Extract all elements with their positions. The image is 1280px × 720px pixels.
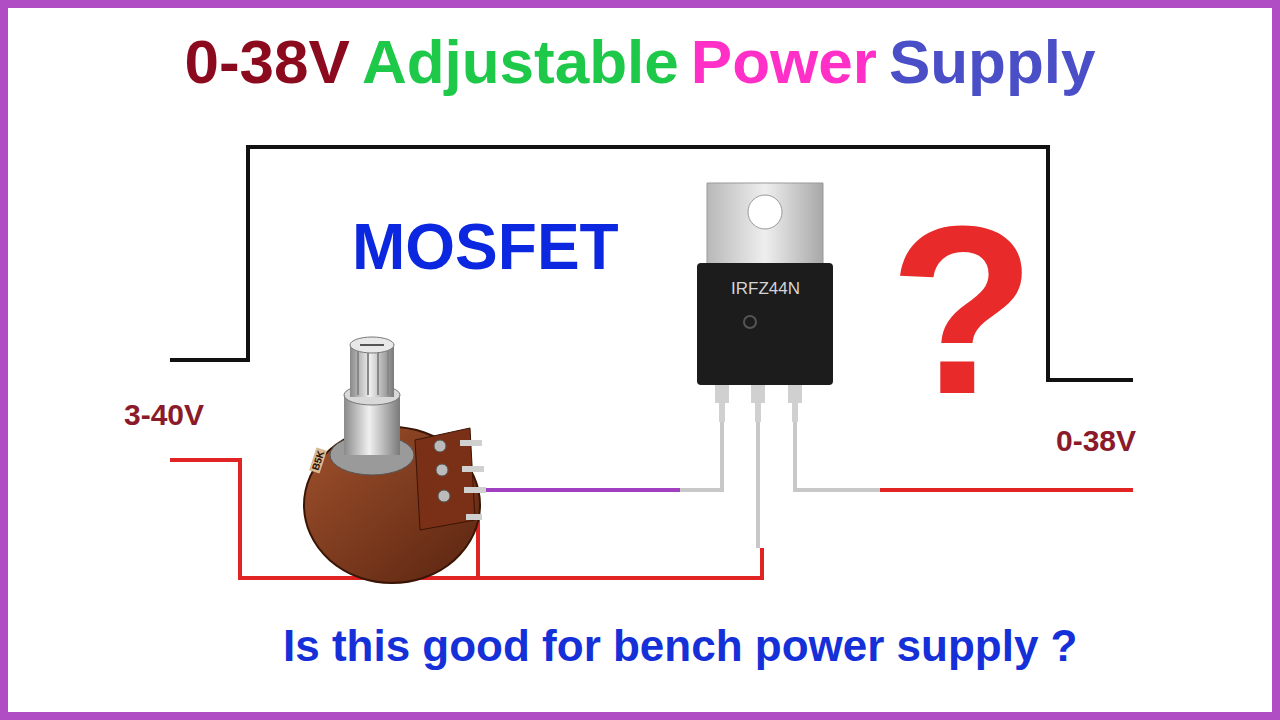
component-label: MOSFET — [352, 212, 619, 282]
frame — [4, 4, 1276, 716]
drain-lead — [756, 420, 760, 548]
title-word: Adjustable — [362, 28, 679, 96]
output-wire — [880, 488, 1133, 492]
mosfet-symbol — [697, 183, 833, 422]
part-number: IRFZ44N — [731, 280, 800, 299]
question-mark: ? — [889, 178, 1036, 442]
caption: Is this good for bench power supply ? — [283, 622, 1077, 670]
title-row: 0-38VAdjustablePowerSupply — [0, 28, 1280, 96]
title-word: Power — [691, 28, 877, 96]
output-voltage-label: 0-38V — [1056, 424, 1136, 457]
potentiometer-symbol — [304, 337, 486, 583]
input-voltage-label: 3-40V — [124, 398, 204, 431]
source-lead — [795, 420, 880, 490]
title-word: 0-38V — [184, 28, 349, 96]
gate-lead — [680, 420, 722, 490]
wiper-wire — [485, 488, 680, 492]
title-word: Supply — [889, 28, 1096, 96]
